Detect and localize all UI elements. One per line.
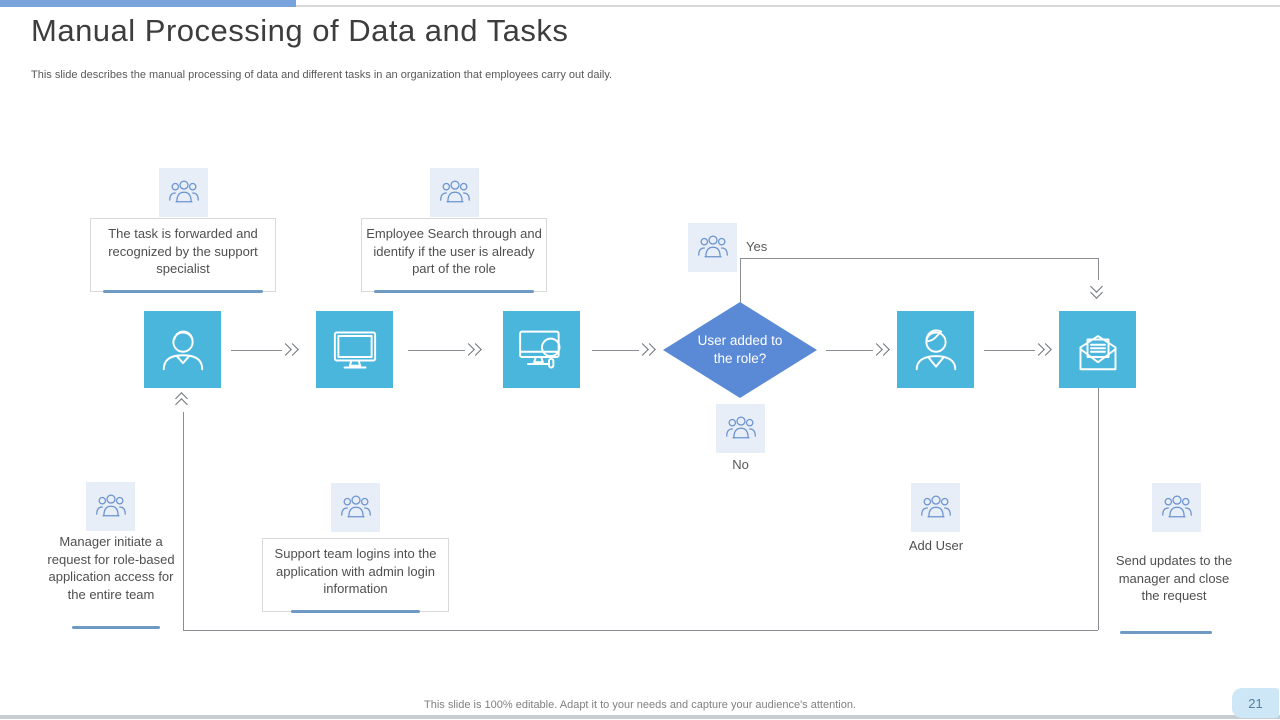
- callout-manager-request: Manager initiate a request for role-base…: [44, 533, 178, 629]
- page-number-badge: 21: [1232, 688, 1279, 718]
- team-tile: [716, 404, 765, 453]
- callout-send-updates: Send updates to the manager and close th…: [1112, 552, 1236, 634]
- footer-note: This slide is 100% editable. Adapt it to…: [424, 699, 856, 711]
- team-tile: [159, 168, 208, 217]
- top-accent-bar: [0, 0, 296, 7]
- callout-underline: [72, 626, 160, 629]
- yes-connector-drop: [1098, 258, 1099, 280]
- yes-connector-horizontal: [740, 258, 1098, 259]
- callout-underline: [291, 610, 420, 613]
- step-send-updates-tile: [1059, 311, 1136, 388]
- page-subtitle: This slide describes the manual processi…: [31, 69, 613, 81]
- callout-underline: [374, 290, 534, 293]
- decision-diamond: User added to the role?: [663, 302, 817, 398]
- callout-task-forwarded: The task is forwarded and recognized by …: [90, 218, 276, 293]
- step-request-tile: [144, 311, 221, 388]
- callout-text: Support team logins into the application…: [274, 546, 437, 597]
- page-title: Manual Processing of Data and Tasks: [31, 13, 569, 48]
- team-tile: [911, 483, 960, 532]
- page-number: 21: [1248, 695, 1263, 711]
- callout-text: Add User: [908, 538, 964, 553]
- team-people-icon: [920, 494, 951, 517]
- arrow-down-chevron: [1090, 280, 1106, 299]
- callout-add-user: Add User: [897, 537, 975, 555]
- team-people-icon: [95, 493, 126, 516]
- no-label: No: [732, 457, 749, 472]
- team-people-icon: [725, 415, 756, 438]
- step-login-tile: [316, 311, 393, 388]
- team-tile: [86, 482, 135, 531]
- callout-text: Employee Search through and identify if …: [366, 226, 542, 277]
- decision-label: User added to the role?: [697, 333, 783, 366]
- top-divider-line: [296, 5, 1280, 7]
- team-tile: [430, 168, 479, 217]
- callout-text: Manager initiate a request for role-base…: [47, 534, 175, 602]
- callout-support-login: Support team logins into the application…: [262, 538, 449, 613]
- arrow-up-chevron: [175, 392, 191, 411]
- team-people-icon: [168, 179, 199, 202]
- team-tile: [331, 483, 380, 532]
- team-people-icon: [340, 494, 371, 517]
- loop-connector-bottom: [183, 630, 1098, 631]
- team-people-icon: [1161, 494, 1192, 517]
- monitor-search-icon: [518, 330, 560, 368]
- team-people-icon: [439, 179, 470, 202]
- bottom-trim-bar: [0, 715, 1280, 719]
- callout-employee-search: Employee Search through and identify if …: [361, 218, 547, 293]
- yes-label: Yes: [746, 239, 768, 254]
- open-envelope-icon: [1079, 334, 1116, 370]
- loop-connector-right: [1098, 388, 1099, 630]
- team-people-icon: [697, 234, 728, 257]
- person-icon: [915, 328, 956, 370]
- team-tile: [688, 223, 737, 272]
- callout-underline: [1120, 631, 1212, 634]
- person-icon: [162, 330, 203, 370]
- monitor-icon: [333, 331, 376, 368]
- callout-text: The task is forwarded and recognized by …: [108, 226, 258, 277]
- callout-underline: [103, 290, 263, 293]
- loop-connector-left: [183, 412, 184, 630]
- callout-text: Send updates to the manager and close th…: [1115, 553, 1233, 604]
- team-tile: [1152, 483, 1201, 532]
- step-search-tile: [503, 311, 580, 388]
- step-add-user-tile: [897, 311, 974, 388]
- yes-connector-vertical: [740, 258, 741, 303]
